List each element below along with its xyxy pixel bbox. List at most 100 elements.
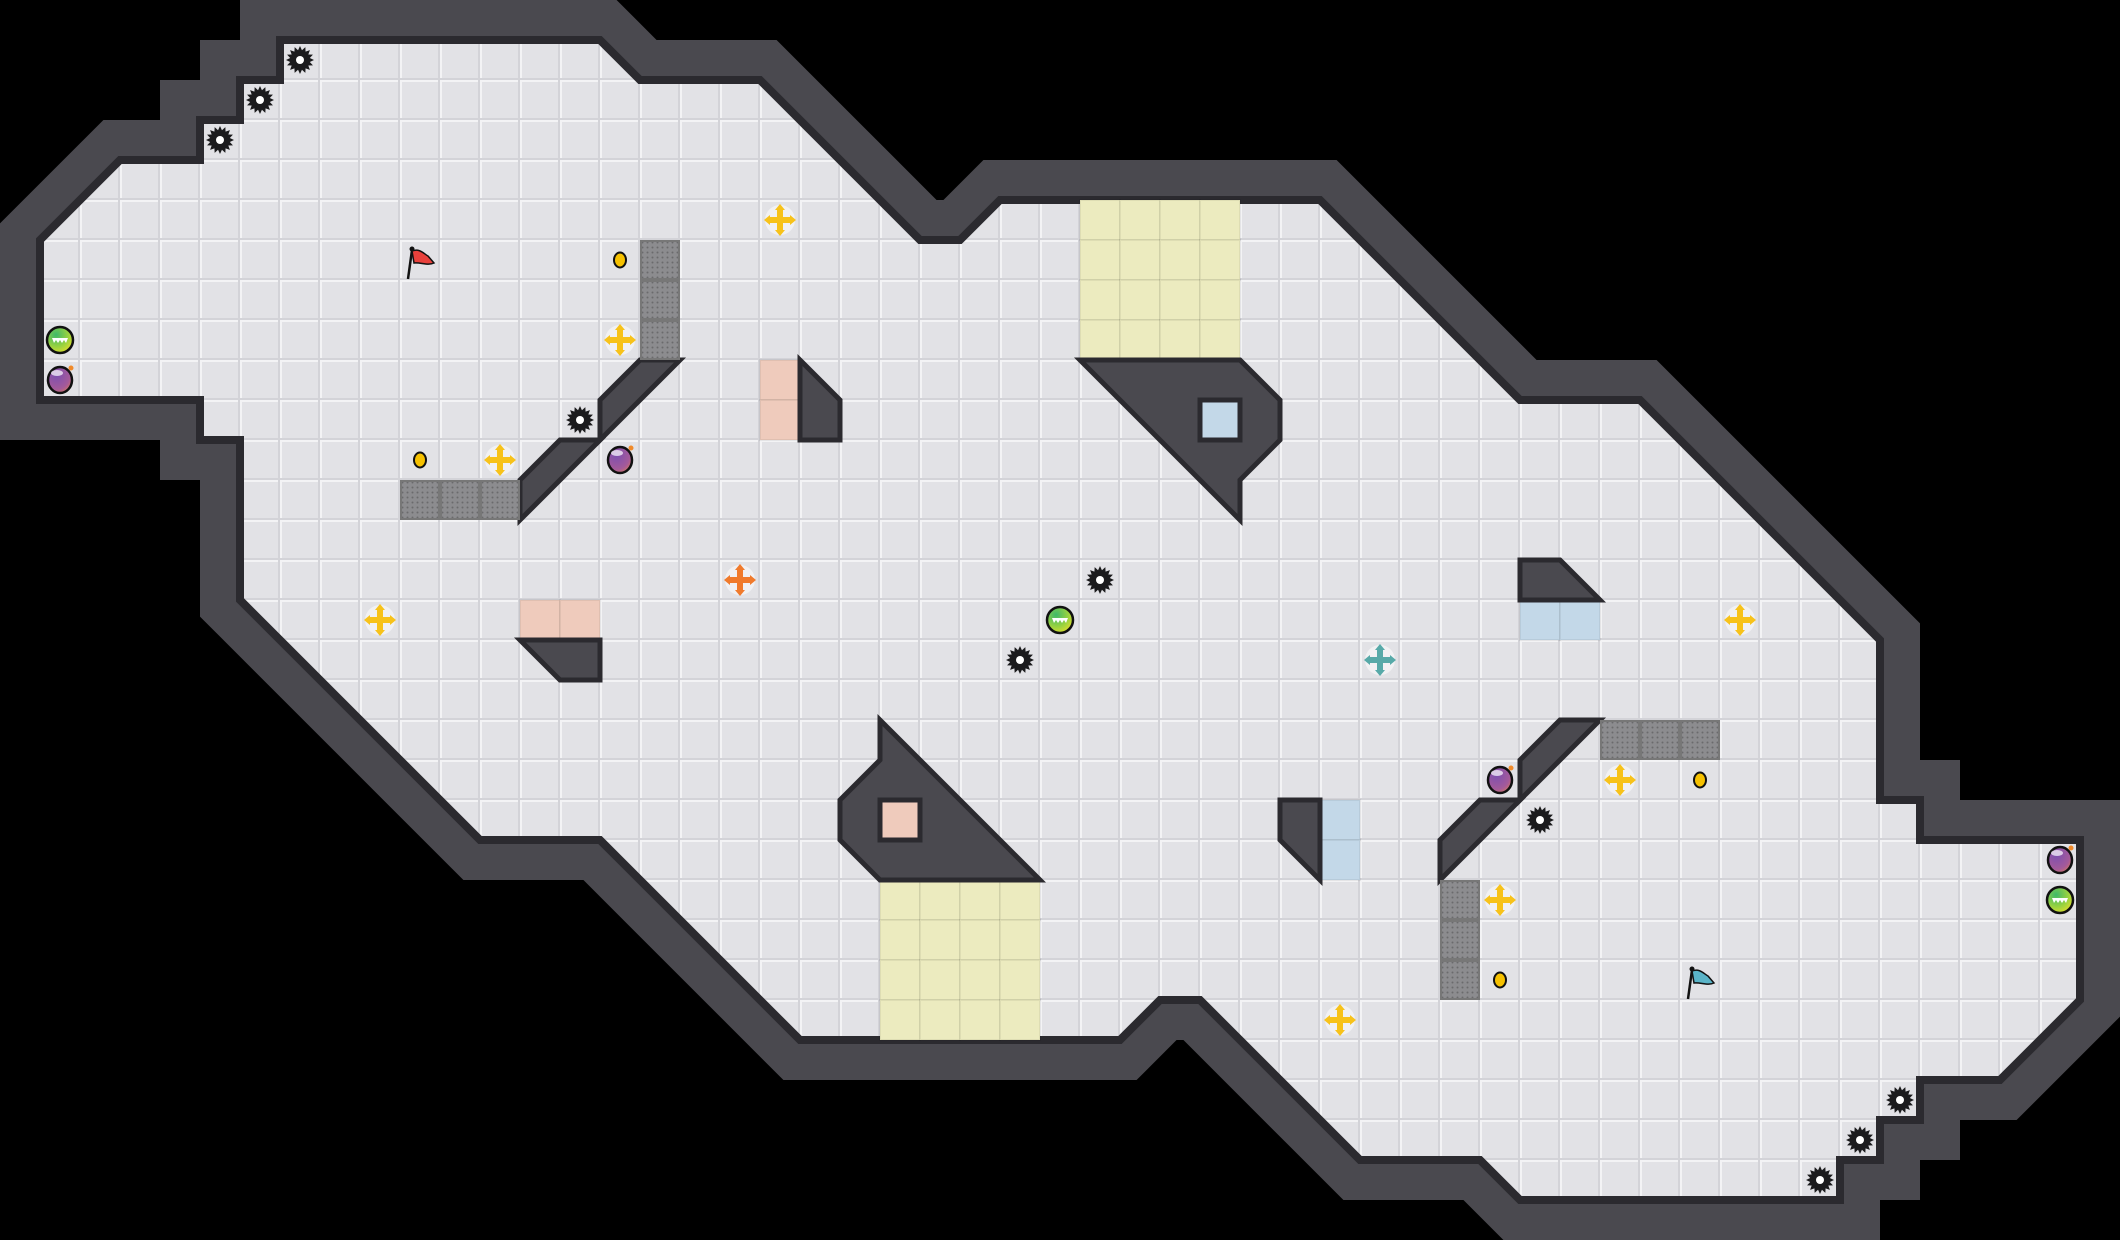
green-orb-icon bbox=[2045, 885, 2075, 915]
yellow-tile bbox=[1159, 279, 1201, 321]
bomb-fuse bbox=[628, 445, 634, 451]
move-cross-icon bbox=[1364, 644, 1396, 676]
cross-body bbox=[730, 570, 750, 590]
metal-block bbox=[1640, 720, 1680, 760]
spike-gear-icon bbox=[286, 46, 314, 74]
metal-block bbox=[1440, 880, 1480, 920]
pink-tile bbox=[519, 599, 561, 641]
coin-body bbox=[1493, 971, 1507, 989]
yellow-tile bbox=[1119, 279, 1161, 321]
cross-body bbox=[370, 610, 390, 630]
blue-tile bbox=[1319, 799, 1361, 841]
yellow-tile bbox=[1199, 239, 1241, 281]
pink-tile bbox=[559, 599, 601, 641]
flag-pole bbox=[406, 249, 414, 280]
wall-slab bbox=[797, 353, 843, 443]
yellow-tile bbox=[1199, 199, 1241, 241]
gear-hole bbox=[1856, 1136, 1864, 1144]
metal-block bbox=[640, 240, 680, 280]
metal-block bbox=[1600, 720, 1640, 760]
spike-gear-icon bbox=[1886, 1086, 1914, 1114]
bomb-icon bbox=[46, 365, 74, 395]
yellow-tile bbox=[1079, 239, 1121, 281]
cross-body bbox=[1370, 650, 1390, 670]
move-cross-icon bbox=[364, 604, 396, 636]
entities bbox=[45, 46, 2075, 1194]
yellow-tile bbox=[919, 959, 961, 1001]
wall-slab bbox=[1517, 557, 1607, 603]
coin-icon bbox=[413, 451, 427, 469]
spike-gear-icon bbox=[1806, 1166, 1834, 1194]
coin-icon bbox=[613, 251, 627, 269]
yellow-tile bbox=[959, 919, 1001, 961]
yellow-tile bbox=[919, 919, 961, 961]
move-cross-icon bbox=[604, 324, 636, 356]
yellow-tile bbox=[999, 919, 1041, 961]
metal-block bbox=[1440, 960, 1480, 1000]
blue-tile bbox=[1199, 399, 1241, 441]
bomb-fuse bbox=[1508, 765, 1514, 771]
gear-hole bbox=[296, 56, 304, 64]
pink-tile bbox=[759, 399, 801, 441]
cross-body bbox=[770, 210, 790, 230]
colored-tiles bbox=[519, 199, 1601, 1041]
move-cross-icon bbox=[1604, 764, 1636, 796]
yellow-tile bbox=[1079, 319, 1121, 361]
gear-hole bbox=[1096, 576, 1104, 584]
yellow-tile bbox=[959, 999, 1001, 1041]
yellow-tile bbox=[1199, 279, 1241, 321]
spike-gear-icon bbox=[566, 406, 594, 434]
cross-body bbox=[1610, 770, 1630, 790]
metal-block bbox=[440, 480, 480, 520]
bomb-fuse bbox=[2068, 845, 2074, 851]
gear-hole bbox=[1016, 656, 1024, 664]
cross-body bbox=[490, 450, 510, 470]
pink-tile bbox=[879, 799, 921, 841]
move-cross-icon bbox=[1484, 884, 1516, 916]
spike-gear-icon bbox=[246, 86, 274, 114]
teal-flag-icon bbox=[1686, 966, 1716, 1000]
bomb-icon bbox=[606, 445, 634, 475]
blue-tile bbox=[1319, 839, 1361, 881]
wall-slab bbox=[1277, 797, 1323, 887]
yellow-tile bbox=[879, 999, 921, 1041]
yellow-tile bbox=[1159, 199, 1201, 241]
yellow-tile bbox=[1119, 199, 1161, 241]
bomb-fuse bbox=[68, 365, 74, 371]
yellow-tile bbox=[959, 959, 1001, 1001]
move-cross-icon bbox=[1724, 604, 1756, 636]
yellow-tile bbox=[999, 959, 1041, 1001]
orb-teeth bbox=[2052, 898, 2068, 903]
gear-hole bbox=[1816, 1176, 1824, 1184]
metal-block bbox=[1440, 920, 1480, 960]
coin-icon bbox=[1493, 971, 1507, 989]
move-cross-icon bbox=[484, 444, 516, 476]
wall-triangle bbox=[1073, 357, 1283, 527]
gear-hole bbox=[1896, 1096, 1904, 1104]
yellow-tile bbox=[1159, 239, 1201, 281]
yellow-tile bbox=[999, 879, 1041, 921]
flag-cloth bbox=[1691, 969, 1716, 985]
bomb-shine bbox=[51, 370, 63, 376]
gear-hole bbox=[576, 416, 584, 424]
bomb-shine bbox=[1491, 770, 1503, 776]
green-orb-icon bbox=[45, 325, 75, 355]
spike-gear-icon bbox=[1086, 566, 1114, 594]
coin-icon bbox=[1693, 771, 1707, 789]
bomb-icon bbox=[1486, 765, 1514, 795]
move-cross-icon bbox=[764, 204, 796, 236]
coin-body bbox=[1693, 771, 1707, 789]
cross-body bbox=[610, 330, 630, 350]
metal-block bbox=[400, 480, 440, 520]
yellow-tile bbox=[1119, 239, 1161, 281]
cross-body bbox=[1330, 1010, 1350, 1030]
wall-triangle bbox=[837, 713, 1047, 883]
metal-block bbox=[640, 280, 680, 320]
gear-hole bbox=[256, 96, 264, 104]
coin-body bbox=[613, 251, 627, 269]
flag-cloth bbox=[411, 249, 436, 265]
move-cross-icon bbox=[1324, 1004, 1356, 1036]
yellow-tile bbox=[1159, 319, 1201, 361]
metal-block bbox=[1680, 720, 1720, 760]
